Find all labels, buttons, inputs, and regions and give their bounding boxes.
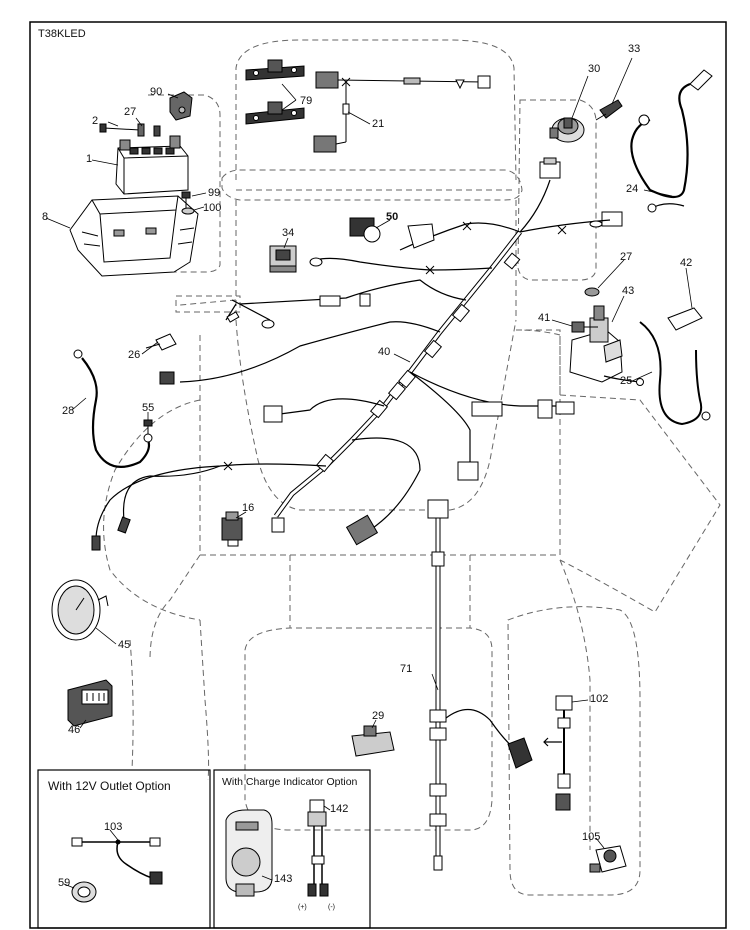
- callout-1: 1: [86, 153, 93, 165]
- callout-41: 41: [538, 312, 551, 324]
- ignition-key: [595, 99, 623, 121]
- battery-tray: [69, 195, 199, 277]
- brake-switch: [589, 845, 627, 873]
- polarity-negative: (-): [328, 904, 335, 911]
- callout-30: 30: [588, 63, 601, 75]
- terminal-cover: [169, 91, 193, 121]
- callout-21: 21: [372, 118, 385, 130]
- power-outlet: [71, 881, 97, 903]
- inset-charge: [213, 769, 371, 929]
- callout-16: 16: [242, 502, 255, 514]
- callout-143: 143: [274, 873, 293, 885]
- battery-bolt: [99, 123, 161, 137]
- callout-27: 27: [124, 106, 137, 118]
- callout-42: 42: [680, 257, 693, 269]
- callout-71: 71: [400, 663, 413, 675]
- seat-switch: [351, 725, 395, 757]
- fuse: [145, 333, 177, 351]
- callout-2: 2: [92, 115, 99, 127]
- callout-105: 105: [582, 831, 601, 843]
- charge-indicator: [225, 809, 273, 897]
- battery-cable-positive: [630, 69, 713, 213]
- model-number: T38KLED: [38, 28, 86, 40]
- callout-99: 99: [208, 187, 221, 199]
- charge-harness: [307, 799, 329, 897]
- charge-inset-title: With Charge Indicator Option: [222, 776, 358, 788]
- ignition-switch: [549, 117, 585, 143]
- ground-screw: [143, 419, 153, 434]
- battery-cable-negative: [603, 307, 711, 426]
- pto-switch: [349, 217, 435, 249]
- callout-28: 28: [62, 405, 75, 417]
- tray-bolt: [181, 191, 195, 215]
- callout-25: 25: [620, 375, 633, 387]
- callout-29: 29: [372, 710, 385, 722]
- callout-45: 45: [118, 639, 131, 651]
- ground-cable: [73, 349, 153, 468]
- callout-34: 34: [282, 227, 295, 239]
- callout-79: 79: [300, 95, 313, 107]
- tractor-outline: [103, 39, 721, 896]
- inset-outlet: [37, 769, 211, 929]
- battery: [115, 135, 189, 195]
- polarity-positive: (+): [298, 904, 307, 911]
- harness-71: [427, 499, 533, 871]
- callout-103: 103: [104, 821, 123, 833]
- callout-24: 24: [626, 183, 639, 195]
- starter-solenoid: [569, 287, 623, 383]
- callout-50: 50: [386, 211, 399, 223]
- switch-16: [221, 511, 243, 547]
- callout-46: 46: [68, 724, 81, 736]
- headlight-harness: [313, 71, 491, 153]
- callout-55: 55: [142, 402, 155, 414]
- outlet-harness: [71, 837, 163, 885]
- callout-100: 100: [203, 202, 222, 214]
- callout-59: 59: [58, 877, 71, 889]
- callout-90: 90: [150, 86, 163, 98]
- outer-frame: [29, 21, 727, 929]
- headlight-assembly: [245, 59, 305, 125]
- light-switch: [269, 245, 297, 273]
- callout-102: 102: [590, 693, 609, 705]
- hour-meter: [67, 679, 113, 727]
- harness-102: [543, 695, 573, 811]
- harness-connectors: [91, 220, 603, 551]
- leader-lines: [45, 57, 693, 889]
- ignition-connector: [539, 157, 623, 227]
- callout-40: 40: [378, 346, 391, 358]
- callout-43: 43: [622, 285, 635, 297]
- callout-26: 26: [128, 349, 141, 361]
- callout-33: 33: [628, 43, 641, 55]
- callout-142: 142: [330, 803, 349, 815]
- callout-8: 8: [42, 211, 49, 223]
- outlet-inset-title: With 12V Outlet Option: [48, 779, 171, 793]
- ammeter-gauge: [51, 579, 109, 641]
- callout-27b: 27: [620, 251, 633, 263]
